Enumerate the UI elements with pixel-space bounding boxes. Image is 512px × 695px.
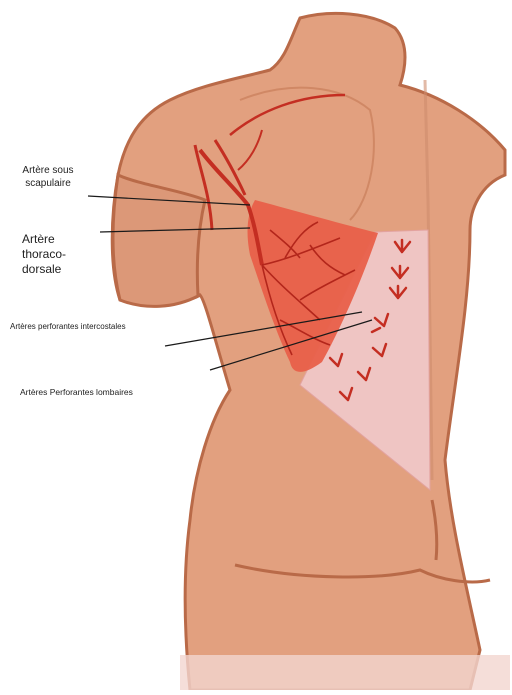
- label-line: thoraco-: [22, 247, 66, 262]
- label-artere-sous-scapulaire: Artère sous scapulaire: [14, 165, 82, 190]
- label-line: dorsale: [22, 262, 66, 277]
- label-line: scapulaire: [14, 178, 82, 191]
- label-arteres-perforantes-lombaires: Artères Perforantes lombaires: [20, 387, 133, 398]
- label-line: Artère: [22, 232, 66, 247]
- upper-arm: [113, 175, 205, 306]
- bottom-fade: [180, 655, 510, 690]
- label-arteres-perforantes-intercostales: Artères perforantes intercostales: [10, 322, 126, 332]
- label-line: Artère sous: [14, 165, 82, 178]
- label-artere-thoraco-dorsale: Artère thoraco- dorsale: [22, 232, 66, 277]
